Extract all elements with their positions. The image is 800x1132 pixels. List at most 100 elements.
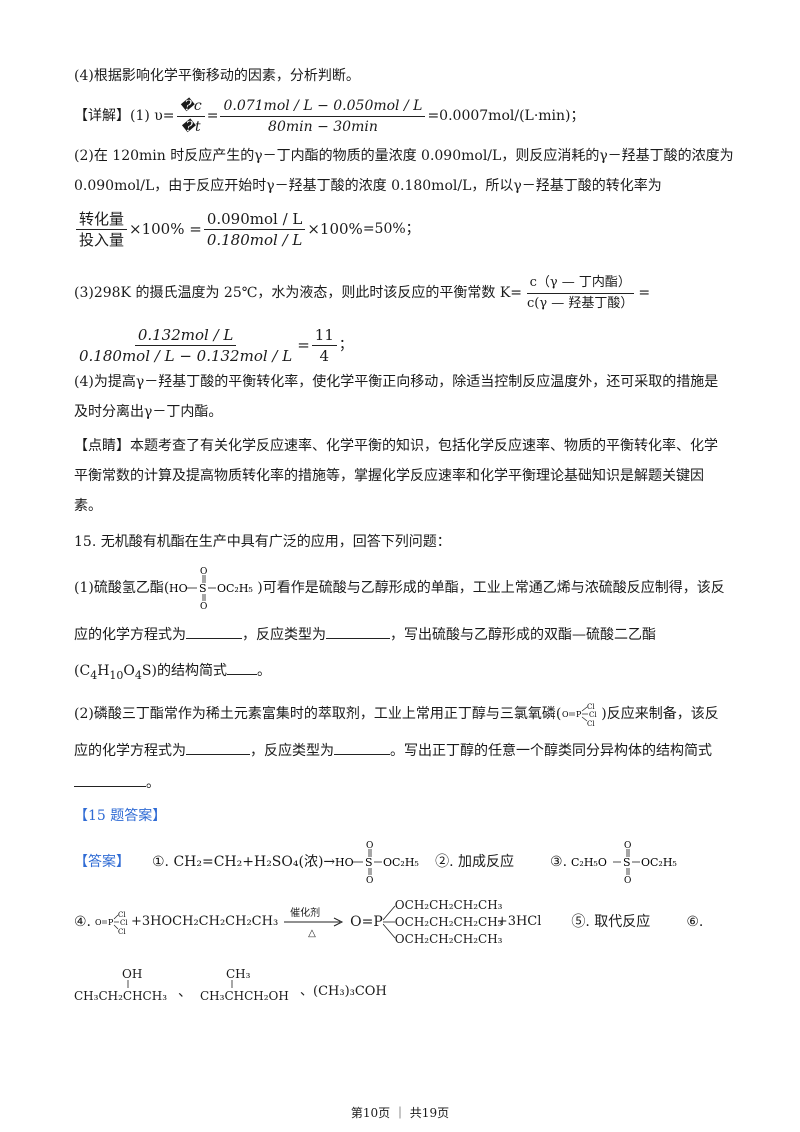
rate-den-2: 80min − 30min bbox=[268, 118, 378, 135]
q15-p1-3e: 。 bbox=[256, 663, 271, 679]
prod-o-top: O bbox=[366, 841, 373, 851]
conc-fraction: 0.090mol / L 0.180mol / L bbox=[203, 210, 306, 249]
isomer1-chain: CH₃CH₂CHCH₃ bbox=[74, 989, 168, 1003]
formula-o: O bbox=[123, 663, 135, 679]
tributyl-phosphate-chains: OCH₂CH₂CH₂CH₃ OCH₂CH₂CH₂CH₃ OCH₂CH₂CH₂CH… bbox=[382, 898, 502, 946]
detail-label: 【详解】 bbox=[74, 108, 130, 124]
pocl3-o: O bbox=[562, 710, 569, 719]
catalyst-label: 催化剂 bbox=[290, 908, 321, 919]
answer-2: ②. 加成反应 bbox=[435, 854, 515, 870]
isomer-2-butanol: OH CH₃CH₂CHCH₃ bbox=[74, 964, 170, 1004]
q15-p2-2a: 应的化学方程式为 bbox=[74, 743, 186, 759]
times-100: ×100% = bbox=[129, 220, 202, 238]
butanol-reagent: +3HOCH₂CH₂CH₂CH₃ bbox=[131, 914, 279, 929]
conversion-fraction: 转化量 投入量 bbox=[76, 210, 128, 249]
answer-label: 【答案】 bbox=[74, 854, 130, 870]
r-p: P bbox=[108, 918, 114, 927]
q15-part1-line3: (C4H10O4S)的结构简式。 bbox=[74, 660, 271, 686]
sub-10: 10 bbox=[109, 668, 124, 682]
equals: = bbox=[206, 108, 219, 124]
prod-o-bottom: O bbox=[366, 876, 373, 884]
k-num: c（γ — 丁内酯） bbox=[526, 274, 634, 294]
k-value: 0.132mol / L 0.180mol / L − 0.132mol / L… bbox=[74, 322, 353, 368]
answer-row-1: 【答案】 ①. CH₂=CH₂+H₂SO₄(浓)→ HO S O O OC₂H₅… bbox=[74, 840, 685, 886]
o-bottom-label: O bbox=[200, 602, 207, 610]
isomer2-ch3: CH₃ bbox=[226, 967, 251, 981]
butoxy-chain-3: OCH₂CH₂CH₂CH₃ bbox=[394, 932, 503, 946]
q15-part2-line2: 应的化学方程式为，反应类型为。写出正丁醇的任意一个醇类同分异构体的结构简式 bbox=[74, 740, 712, 761]
pocl3-cl3: Cl bbox=[587, 720, 595, 727]
q15-part1-line2: 应的化学方程式为，反应类型为，写出硫酸与乙醇形成的双酯—硫酸二乙酯 bbox=[74, 624, 656, 645]
k-value-equals: = bbox=[297, 336, 310, 354]
isomer2-chain: CH₃CHCH₂OH bbox=[200, 989, 289, 1003]
detail-2-line2: 0.090mol/L，由于反应开始时γ－羟基丁酸的浓度 0.180mol/L，所… bbox=[74, 178, 662, 194]
rate-fraction-1: �c �t bbox=[176, 97, 205, 136]
comment-line1: 【点睛】本题考查了有关化学反应速率、化学平衡的知识，包括化学反应速率、物质的平衡… bbox=[74, 438, 718, 454]
k-fraction: c（γ — 丁内酯） c(γ — 羟基丁酸） bbox=[524, 274, 636, 313]
hcl-product: +3HCl bbox=[496, 914, 542, 929]
phosphate-core: O=P bbox=[350, 914, 383, 930]
detail-3-prefix: (3)298K 的摄氏温度为 25℃，水为液态，则此时该反应的平衡常数 K= bbox=[74, 285, 523, 301]
answer-blank-1[interactable] bbox=[186, 624, 242, 639]
phosphoryl-chloride-structure: O P Cl Cl Cl bbox=[561, 701, 601, 728]
rate-num-2: 0.071mol / L − 0.050mol / L bbox=[220, 97, 426, 117]
conc-den: 0.180mol / L bbox=[206, 230, 303, 249]
q15-p2-a: (2)磷酸三丁酯常作为稀土元素富集时的萃取剂，工业上常用正丁醇与三氯氧磷( bbox=[74, 706, 562, 722]
isomer1-oh: OH bbox=[122, 967, 143, 981]
sub-4b: 4 bbox=[134, 668, 142, 682]
answer-blank-6[interactable] bbox=[74, 772, 146, 787]
comment-line3: 素。 bbox=[74, 498, 102, 514]
comment-line2: 平衡常数的计算及提高物质转化率的措施等，掌握化学反应速率和化学平衡理论基础知识是… bbox=[74, 468, 704, 484]
answer-blank-3[interactable] bbox=[226, 660, 257, 675]
rate-fraction-2: 0.071mol / L − 0.050mol / L 80min − 30mi… bbox=[220, 97, 426, 136]
isomer-isobutanol: CH₃ CH₃CHCH₂OH bbox=[200, 964, 296, 1004]
pocl3-p: P bbox=[576, 710, 582, 719]
k-den: c(γ — 羟基丁酸） bbox=[527, 295, 634, 311]
pocl3-cl1: Cl bbox=[587, 703, 595, 711]
des-c2h5o: C₂H₅O bbox=[571, 856, 607, 869]
r-o: O bbox=[95, 918, 102, 927]
rate-den: �t bbox=[180, 118, 201, 135]
q15-p2-3: 。 bbox=[146, 775, 160, 791]
des-o-top: O bbox=[624, 841, 631, 851]
q15-p1-2c: ，写出硫酸与乙醇形成的双酯—硫酸二乙酯 bbox=[390, 627, 656, 643]
butoxy-chain-2: OCH₂CH₂CH₂CH₃ bbox=[394, 915, 503, 929]
detail-1-prefix: (1) υ= bbox=[130, 108, 175, 124]
q15-p1-3d: S)的结构简式 bbox=[141, 663, 227, 679]
detail-3: (3)298K 的摄氏温度为 25℃，水为液态，则此时该反应的平衡常数 K= c… bbox=[74, 272, 650, 314]
r-cl2: Cl bbox=[120, 919, 128, 927]
conversion-formula: 转化量 投入量 ×100% = 0.090mol / L 0.180mol / … bbox=[74, 206, 420, 252]
ethyl-hydrogen-sulfate-product: HO S O O OC₂H₅ bbox=[335, 840, 427, 886]
prod-s: S bbox=[365, 856, 373, 869]
answer-3: ③. bbox=[550, 854, 568, 870]
detail-1: 【详解】 (1) υ= �c �t = 0.071mol / L − 0.050… bbox=[74, 96, 585, 136]
o-top-label: O bbox=[200, 567, 207, 577]
answer-header: 【15 题答案】 bbox=[74, 808, 167, 824]
page-footer: 第10页 ｜ 共19页 bbox=[350, 1106, 450, 1120]
isomer-sep-1: 、 bbox=[178, 984, 192, 1000]
q15-p1-2a: 应的化学方程式为 bbox=[74, 627, 186, 643]
detail-4-line1: (4)为提高γ－羟基丁酸的平衡转化率，使化学平衡正向移动，除适当控制反应温度外，… bbox=[74, 374, 719, 390]
answer-6: ⑥. bbox=[686, 914, 704, 930]
formula-c: (C bbox=[74, 663, 91, 679]
prod-oc2h5: OC₂H₅ bbox=[383, 856, 419, 869]
rate-result: =0.0007mol/(L·min)； bbox=[427, 108, 585, 124]
k-result-den: 4 bbox=[319, 346, 330, 365]
answer-blank-4[interactable] bbox=[186, 740, 250, 755]
diethyl-sulfate-structure: C₂H₅O S O O OC₂H₅ bbox=[567, 840, 685, 886]
answer-blank-2[interactable] bbox=[326, 624, 390, 639]
k-value-den: 0.180mol / L − 0.132mol / L bbox=[79, 346, 293, 365]
hint-4: (4)根据影响化学平衡移动的因素，分析判断。 bbox=[74, 68, 360, 84]
answer-5: ⑤. 取代反应 bbox=[571, 914, 651, 930]
answer-4: ④. bbox=[74, 914, 92, 930]
q15-p1-a: (1)硫酸氢乙酯( bbox=[74, 580, 170, 596]
answer-row-2: ④. O P Cl Cl Cl +3HOCH₂CH₂CH₂CH₃ 催化剂 △ bbox=[74, 898, 703, 946]
conc-num: 0.090mol / L bbox=[203, 210, 306, 230]
q15-p1-b: )可看作是硫酸与乙醇形成的单酯，工业上常通乙烯与浓硫酸反应制得，该反 bbox=[257, 580, 725, 596]
q15-p2-2c: 。写出正丁醇的任意一个醇类同分异构体的结构简式 bbox=[390, 743, 712, 759]
prod-ho: HO bbox=[335, 856, 354, 869]
q15-p2-b: )反应来制备，该反 bbox=[601, 706, 719, 722]
answer-row-3: OH CH₃CH₂CHCH₃ 、 CH₃ CH₃CHCH₂OH 、(CH₃)₃C… bbox=[74, 964, 387, 1004]
answer-blank-5[interactable] bbox=[334, 740, 390, 755]
